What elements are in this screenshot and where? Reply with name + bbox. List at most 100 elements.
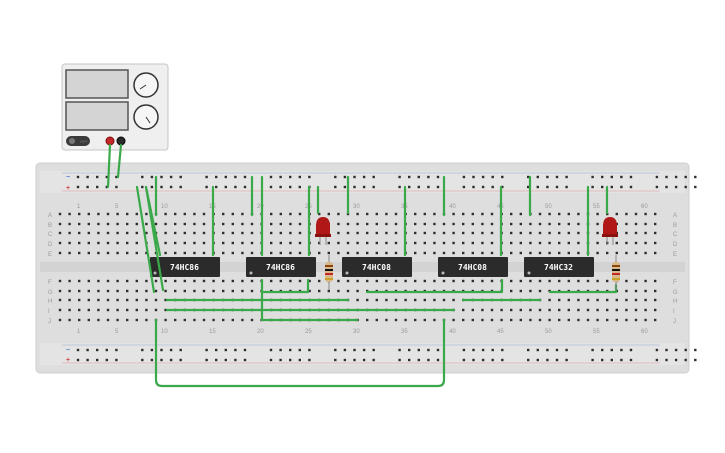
breadboard-hole[interactable] [193, 222, 196, 226]
breadboard-hole[interactable] [289, 185, 292, 189]
breadboard-hole[interactable] [289, 358, 292, 362]
breadboard-hole[interactable] [318, 279, 321, 283]
breadboard-hole[interactable] [634, 308, 638, 312]
breadboard-hole[interactable] [394, 212, 398, 216]
breadboard-hole[interactable] [684, 348, 687, 352]
breadboard-hole[interactable] [318, 241, 321, 245]
breadboard-hole[interactable] [375, 212, 378, 216]
breadboard-hole[interactable] [472, 358, 475, 362]
breadboard-hole[interactable] [375, 222, 378, 226]
breadboard-hole[interactable] [308, 279, 311, 283]
breadboard-hole[interactable] [644, 279, 647, 283]
breadboard-hole[interactable] [567, 222, 570, 226]
breadboard-hole[interactable] [222, 289, 225, 293]
breadboard-hole[interactable] [529, 241, 532, 245]
breadboard-hole[interactable] [375, 251, 378, 255]
breadboard-hole[interactable] [625, 222, 628, 226]
breadboard-hole[interactable] [629, 348, 633, 352]
breadboard-hole[interactable] [241, 251, 244, 255]
breadboard-hole[interactable] [250, 231, 254, 235]
breadboard-hole[interactable] [501, 175, 504, 179]
breadboard-hole[interactable] [375, 298, 378, 302]
breadboard-hole[interactable] [408, 348, 411, 352]
breadboard-hole[interactable] [385, 298, 388, 302]
breadboard-hole[interactable] [510, 212, 513, 216]
breadboard-hole[interactable] [462, 175, 466, 179]
breadboard-hole[interactable] [58, 308, 62, 312]
breadboard-hole[interactable] [346, 251, 350, 255]
breadboard-hole[interactable] [270, 231, 273, 235]
breadboard-hole[interactable] [610, 185, 613, 189]
breadboard-hole[interactable] [76, 348, 80, 352]
breadboard-hole[interactable] [596, 308, 599, 312]
chip-u3[interactable]: 74HC08 [342, 257, 412, 277]
breadboard-hole[interactable] [529, 318, 532, 322]
breadboard-hole[interactable] [193, 279, 196, 283]
breadboard-hole[interactable] [231, 318, 234, 322]
breadboard-hole[interactable] [433, 298, 436, 302]
breadboard-hole[interactable] [471, 231, 474, 235]
breadboard-hole[interactable] [629, 358, 633, 362]
breadboard-hole[interactable] [481, 279, 484, 283]
breadboard-hole[interactable] [591, 175, 594, 179]
breadboard-hole[interactable] [334, 358, 337, 362]
breadboard-hole[interactable] [356, 212, 359, 216]
breadboard-hole[interactable] [385, 222, 388, 226]
chip-u2[interactable]: 74HC86 [246, 257, 316, 277]
breadboard-hole[interactable] [674, 175, 678, 179]
breadboard-hole[interactable] [116, 298, 119, 302]
breadboard-hole[interactable] [135, 212, 138, 216]
breadboard-hole[interactable] [471, 279, 474, 283]
breadboard-hole[interactable] [414, 231, 417, 235]
breadboard-hole[interactable] [462, 231, 465, 235]
breadboard-hole[interactable] [86, 358, 89, 362]
breadboard-hole[interactable] [135, 298, 138, 302]
breadboard-hole[interactable] [145, 222, 148, 226]
breadboard-hole[interactable] [555, 185, 559, 189]
breadboard-hole[interactable] [116, 289, 119, 293]
breadboard-hole[interactable] [538, 212, 542, 216]
breadboard-hole[interactable] [417, 185, 420, 189]
breadboard-hole[interactable] [346, 222, 350, 226]
breadboard-hole[interactable] [423, 279, 426, 283]
breadboard-hole[interactable] [126, 231, 129, 235]
breadboard-hole[interactable] [606, 318, 609, 322]
breadboard-hole[interactable] [462, 318, 465, 322]
breadboard-hole[interactable] [164, 279, 167, 283]
breadboard-hole[interactable] [353, 185, 356, 189]
breadboard-hole[interactable] [356, 231, 359, 235]
breadboard-hole[interactable] [433, 222, 436, 226]
breadboard-hole[interactable] [58, 222, 62, 226]
breadboard-hole[interactable] [97, 251, 100, 255]
breadboard-hole[interactable] [115, 358, 118, 362]
breadboard-hole[interactable] [665, 358, 668, 362]
breadboard-hole[interactable] [269, 185, 273, 189]
breadboard-hole[interactable] [289, 279, 292, 283]
breadboard-hole[interactable] [87, 212, 90, 216]
breadboard-hole[interactable] [481, 175, 485, 179]
breadboard-hole[interactable] [620, 175, 623, 179]
breadboard-hole[interactable] [318, 289, 321, 293]
breadboard-hole[interactable] [366, 231, 369, 235]
breadboard-hole[interactable] [234, 348, 237, 352]
breadboard-hole[interactable] [481, 212, 484, 216]
breadboard-hole[interactable] [398, 185, 401, 189]
breadboard-hole[interactable] [222, 241, 225, 245]
breadboard-hole[interactable] [500, 308, 503, 312]
breadboard-hole[interactable] [116, 279, 119, 283]
breadboard-hole[interactable] [452, 298, 455, 302]
breadboard-hole[interactable] [164, 308, 167, 312]
breadboard-hole[interactable] [106, 231, 110, 235]
breadboard-hole[interactable] [481, 251, 484, 255]
breadboard-hole[interactable] [174, 222, 177, 226]
breadboard-hole[interactable] [433, 251, 436, 255]
chip-u4[interactable]: 74HC08 [438, 257, 508, 277]
breadboard-hole[interactable] [222, 231, 225, 235]
breadboard-hole[interactable] [231, 212, 234, 216]
breadboard-hole[interactable] [87, 289, 90, 293]
breadboard-hole[interactable] [337, 279, 340, 283]
breadboard-hole[interactable] [536, 348, 539, 352]
breadboard-hole[interactable] [527, 175, 530, 179]
breadboard-hole[interactable] [145, 251, 148, 255]
breadboard-hole[interactable] [586, 298, 590, 302]
